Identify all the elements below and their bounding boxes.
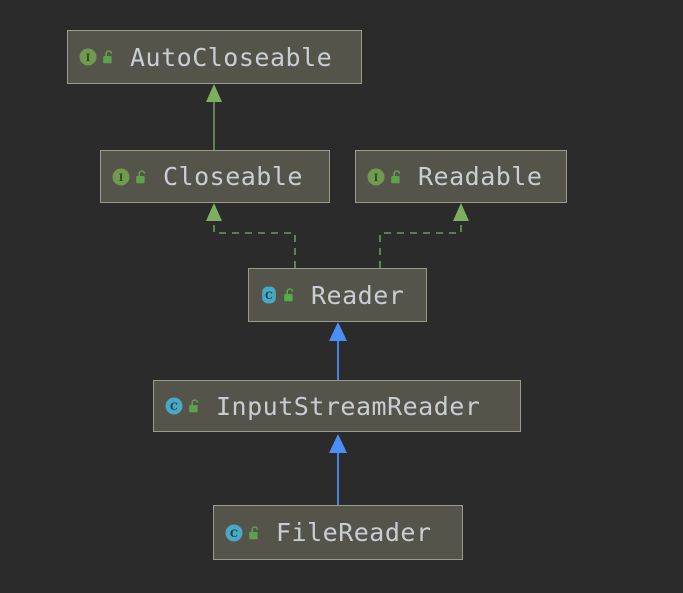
interface-icon: I <box>112 168 130 185</box>
edge-reader-to-closeable <box>206 203 296 268</box>
node-label: Readable <box>418 162 543 191</box>
node-inputstreamreader[interactable]: C InputStreamReader <box>153 380 521 432</box>
node-reader[interactable]: C Reader <box>248 268 427 322</box>
unlocked-padlock-icon <box>103 50 113 64</box>
edge-reader-to-readable <box>379 203 469 268</box>
node-label: Closeable <box>163 162 303 191</box>
class-icon: C <box>225 524 243 541</box>
node-closeable[interactable]: I Closeable <box>100 150 330 203</box>
svg-text:I: I <box>374 173 379 184</box>
edge-filereader-to-inputstreamreader <box>329 434 347 505</box>
interface-icon: I <box>367 168 385 185</box>
svg-text:I: I <box>86 53 91 64</box>
class-icon: C <box>262 286 276 304</box>
unlocked-padlock-icon <box>136 169 146 183</box>
svg-text:I: I <box>119 173 124 184</box>
unlocked-padlock-icon <box>391 169 401 183</box>
svg-text:C: C <box>265 291 273 302</box>
svg-text:C: C <box>230 529 238 540</box>
class-icon: C <box>165 397 183 415</box>
node-readable[interactable]: I Readable <box>355 150 567 203</box>
node-label: InputStreamReader <box>216 391 481 421</box>
node-label: FileReader <box>276 518 432 547</box>
edge-inputstreamreader-to-reader <box>329 322 347 380</box>
edge-closeable-to-autocloseable <box>206 84 222 150</box>
node-filereader[interactable]: C FileReader <box>213 505 463 560</box>
node-label: Reader <box>311 280 405 310</box>
node-label: AutoCloseable <box>130 42 333 72</box>
interface-icon: I <box>79 48 97 66</box>
unlocked-padlock-icon <box>249 525 259 539</box>
unlocked-padlock-icon <box>189 399 199 413</box>
unlocked-padlock-icon <box>284 288 294 302</box>
node-autocloseable[interactable]: I AutoCloseable <box>67 30 362 84</box>
svg-text:C: C <box>170 402 178 413</box>
